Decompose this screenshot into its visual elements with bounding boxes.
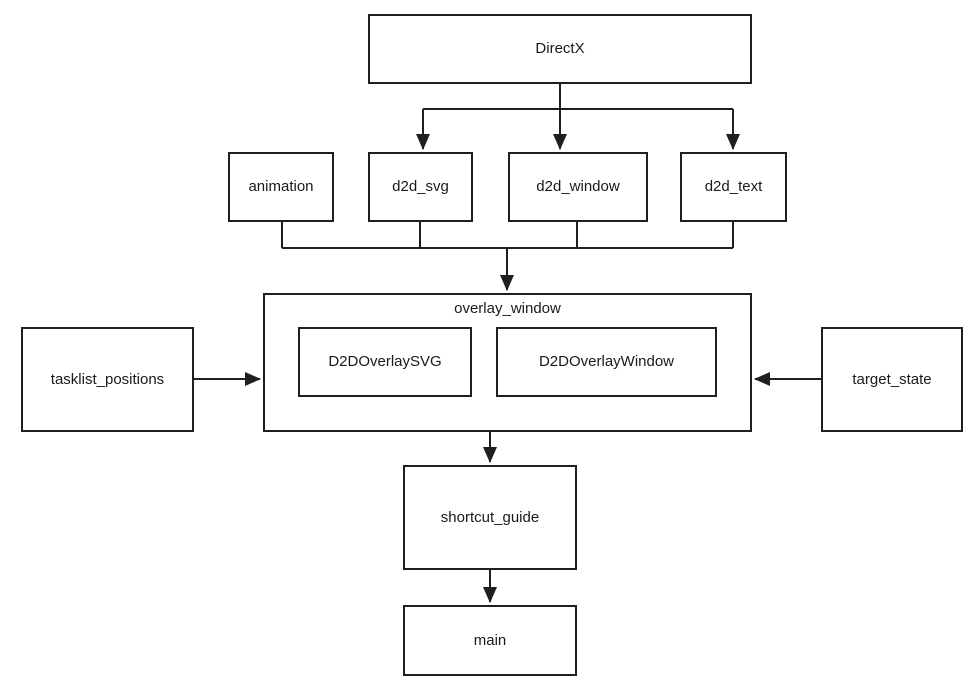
node-animation-label: animation — [248, 178, 314, 195]
node-directx-label: DirectX — [535, 40, 585, 57]
node-d2d-overlay-svg-label: D2DOverlaySVG — [328, 353, 442, 370]
node-tasklist-positions: tasklist_positions — [21, 327, 194, 432]
node-d2d-overlay-window: D2DOverlayWindow — [496, 327, 717, 397]
node-target-state: target_state — [821, 327, 963, 432]
node-d2d-overlay-window-label: D2DOverlayWindow — [538, 353, 675, 370]
node-d2d-window: d2d_window — [508, 152, 648, 222]
edge-directx-branch — [416, 84, 740, 150]
node-animation: animation — [228, 152, 334, 222]
node-d2d-window-label: d2d_window — [536, 178, 620, 195]
node-shortcut-guide: shortcut_guide — [403, 465, 577, 570]
node-directx: DirectX — [368, 14, 752, 84]
node-shortcut-guide-label: shortcut_guide — [440, 508, 540, 526]
node-d2d-text: d2d_text — [680, 152, 787, 222]
node-overlay-window-group: overlay_window D2DOverlaySVG D2DOverlayW… — [263, 293, 752, 432]
node-main: main — [403, 605, 577, 676]
node-main-label: main — [473, 631, 507, 649]
node-tasklist-positions-label: tasklist_positions — [50, 370, 165, 388]
edge-merge-into-overlay-window — [281, 221, 734, 291]
node-overlay-window-label: overlay_window — [454, 300, 561, 317]
node-target-state-label: target_state — [852, 370, 932, 388]
node-d2d-text-label: d2d_text — [704, 178, 763, 195]
node-d2d-overlay-svg: D2DOverlaySVG — [298, 327, 472, 397]
node-d2d-svg: d2d_svg — [368, 152, 473, 222]
node-d2d-svg-label: d2d_svg — [392, 178, 449, 195]
